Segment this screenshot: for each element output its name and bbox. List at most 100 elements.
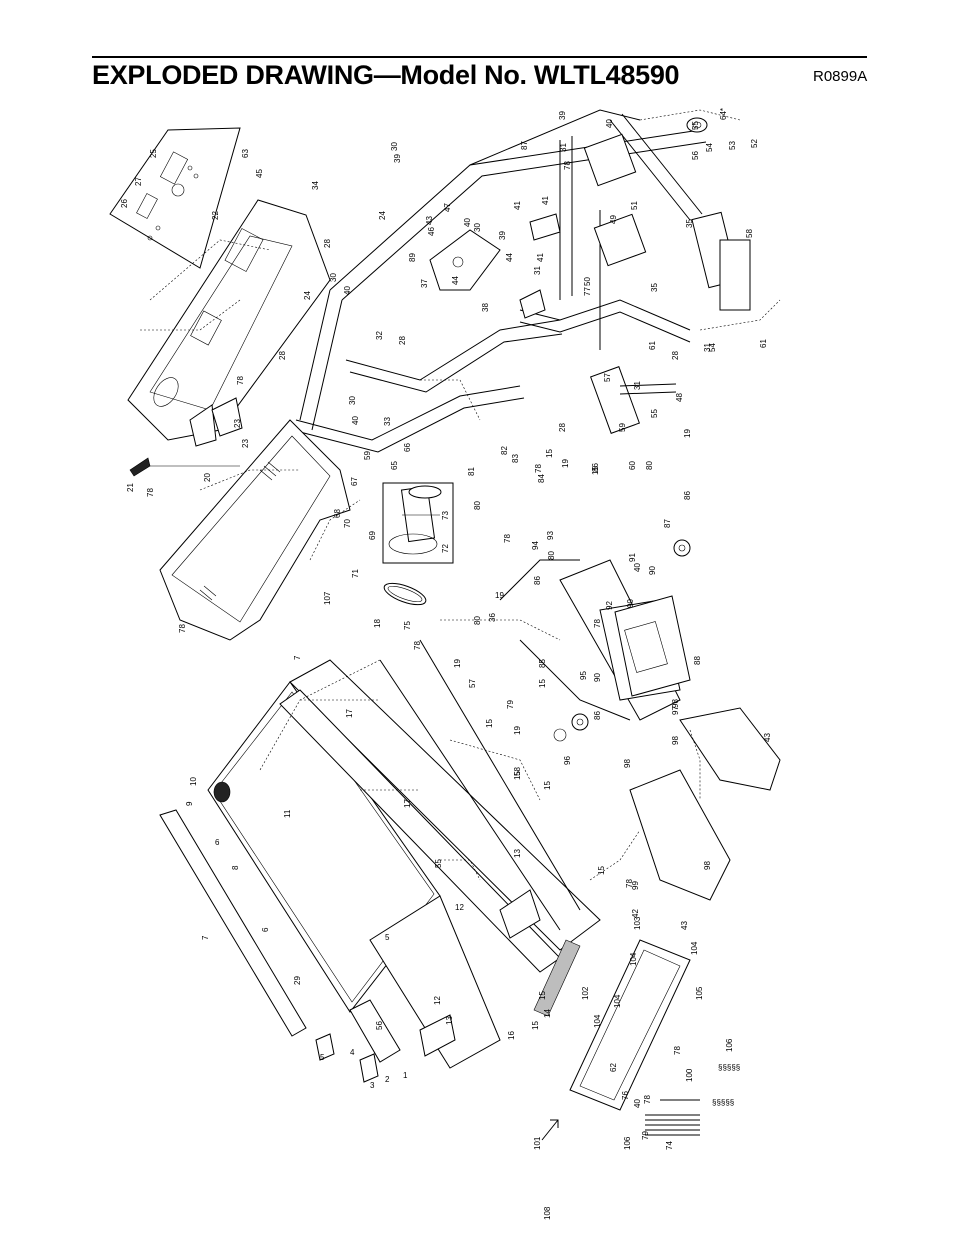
part-number-label: 15 [545,449,554,458]
part-number-label: 34 [311,181,320,190]
part-number-label: 80 [547,551,556,560]
part-number-label: 19 [495,591,504,600]
part-number-label: 71 [351,569,360,578]
part-number-label: 15 [513,771,522,780]
part-number-label: 5 [320,1053,325,1062]
part-number-label: 54 [708,343,717,352]
part-number-label: 80 [645,461,654,470]
part-number-label: 6 [215,838,220,847]
part-number-label: 59 [363,451,372,460]
part-number-label: 62 [609,1063,618,1072]
part-number-label: 86 [593,711,602,720]
part-number-label: 86 [683,491,692,500]
part-number-label: 53 [728,141,737,150]
part-number-label: 15 [538,679,547,688]
part-number-label: 25 [149,149,158,158]
motor-inset [382,482,454,564]
upright-frame [295,109,781,453]
part-number-label: 43 [763,733,772,742]
part-number-label: 6 [261,927,270,932]
part-number-label: 39 [558,111,567,120]
part-number-label: 80 [473,501,482,510]
part-number-label: 19 [683,429,692,438]
part-number-label: 78 [413,641,422,650]
part-number-label: 40 [343,286,352,295]
clip-glyph: §§§§§ [712,1098,734,1107]
part-number-label: 19 [453,659,462,668]
part-number-label: 26 [120,199,129,208]
part-number-label: 61 [648,341,657,350]
part-number-label: 27 [134,177,143,186]
part-number-label: 96 [563,756,572,765]
part-number-label: 47 [443,203,452,212]
part-number-label: 48 [675,393,684,402]
part-number-label: 106 [623,1136,632,1150]
safety-key [129,457,240,477]
part-number-label: 15 [538,991,547,1000]
part-number-label: 70 [343,519,352,528]
part-number-label: 57 [603,373,612,382]
part-number-label: 90 [648,566,657,575]
part-number-label: 85 [538,659,547,668]
part-number-label: 51 [630,201,639,210]
part-number-label: 43 [680,921,689,930]
part-number-label: 9 [185,801,194,806]
part-number-label: 31 [633,381,642,390]
part-number-label: 44 [505,253,514,262]
part-number-label: 13 [445,1016,454,1025]
part-number-label: 59 [618,423,627,432]
decal-strip [533,939,581,1017]
part-number-label: 76 [621,1091,630,1100]
part-number-label: 56 [375,1021,384,1030]
part-number-label: 98 [671,699,680,708]
part-number-label: 32 [375,331,384,340]
part-number-label: 101 [533,1136,542,1150]
part-number-label: 78 [503,534,512,543]
console-overlay-inset [109,127,241,269]
clip-glyph: §§§§§ [718,1063,740,1072]
part-number-label: 15 [591,466,600,475]
part-number-label: 91 [628,553,637,562]
part-number-label: 31 [703,343,712,352]
part-number-label: 102 [581,986,590,1000]
part-number-label: 78 [236,376,245,385]
part-number-label: 98 [703,861,712,870]
part-number-label: 99 [631,881,640,890]
motor-controller-board [614,595,691,697]
part-number-label: 29 [293,976,302,985]
header-rule [92,56,867,58]
part-number-label: 18 [373,619,382,628]
part-number-label: 3 [370,1081,375,1090]
part-number-label: 10 [189,777,198,786]
part-number-label: 22 [211,211,220,220]
part-number-label: 92 [605,601,614,610]
part-number-label: 7 [293,655,302,660]
part-number-label: 2 [385,1075,390,1084]
part-number-label: 78 [534,464,543,473]
part-number-label: 65 [390,461,399,470]
motor-hood [159,419,351,641]
part-number-label: 8 [231,865,240,870]
part-number-label: 84 [537,474,546,483]
part-number-label: 87 [663,519,672,528]
part-number-label: 1 [403,1071,408,1080]
part-number-label: 40 [633,1099,642,1108]
part-number-label: 78 [146,488,155,497]
part-number-label: 82 [500,446,509,455]
rear-stabilizer [569,939,691,1111]
part-number-label: 38 [481,303,490,312]
part-number-label: 50 [583,277,592,286]
part-number-label: 23 [241,439,250,448]
part-number-label: 41 [536,253,545,262]
part-number-label: 104 [629,952,638,966]
part-number-label: 24 [378,211,387,220]
part-number-label: 81 [467,467,476,476]
part-number-label: 55 [691,121,700,130]
treadmill-frame [279,639,601,1069]
part-number-label: 28 [671,351,680,360]
part-number-label: 43 [425,216,434,225]
part-number-label: 37 [420,279,429,288]
part-number-label: 54 [705,143,714,152]
rear-foot-end-caps [315,1033,379,1083]
